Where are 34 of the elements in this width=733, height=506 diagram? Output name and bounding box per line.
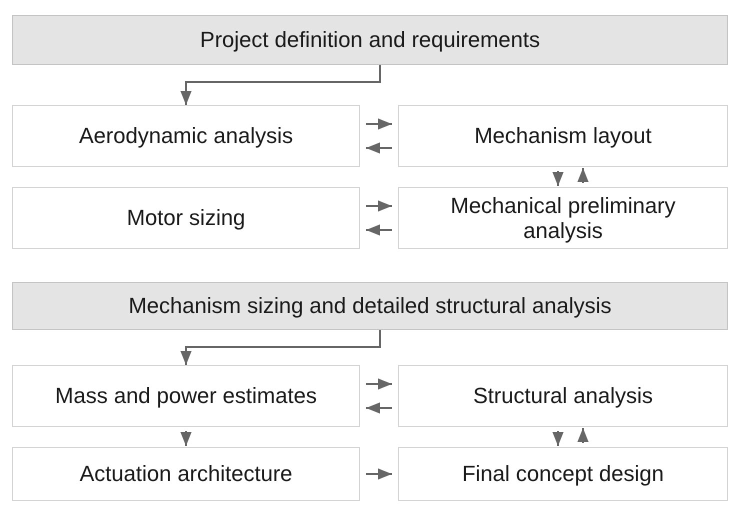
arrow: [366, 402, 392, 414]
arrow: [180, 431, 192, 446]
box-label: Mechanical preliminary analysis: [450, 192, 676, 244]
arrow: [552, 431, 564, 446]
process-box: [398, 447, 728, 501]
box-label: Final concept design: [461, 461, 665, 487]
process-box: [398, 365, 728, 427]
phase-header-box: [12, 15, 728, 65]
box-label: Structural analysis: [472, 383, 654, 409]
process-box: [398, 187, 728, 249]
box-label: Actuation architecture: [78, 461, 294, 487]
arrow: [366, 200, 392, 212]
arrow: [180, 65, 381, 105]
box-label: Motor sizing: [126, 205, 246, 231]
box-label: Mass and power estimates: [54, 383, 318, 409]
box-label: Project definition and requirements: [199, 27, 541, 53]
phase-header-box: [12, 282, 728, 330]
arrow: [577, 168, 589, 183]
arrow: [366, 118, 392, 130]
arrow: [366, 468, 392, 480]
arrow: [366, 378, 392, 390]
process-box: [12, 105, 360, 167]
box-label: Mechanism sizing and detailed structural analysis: [127, 293, 612, 319]
arrow: [577, 428, 589, 443]
box-label: Aerodynamic analysis: [78, 123, 294, 149]
arrow: [180, 330, 381, 365]
process-box: [12, 187, 360, 249]
arrow: [552, 171, 564, 186]
process-box: [12, 447, 360, 501]
arrow: [366, 142, 392, 154]
process-box: [12, 365, 360, 427]
arrow: [366, 224, 392, 236]
process-box: [398, 105, 728, 167]
box-label: Mechanism layout: [473, 123, 653, 149]
